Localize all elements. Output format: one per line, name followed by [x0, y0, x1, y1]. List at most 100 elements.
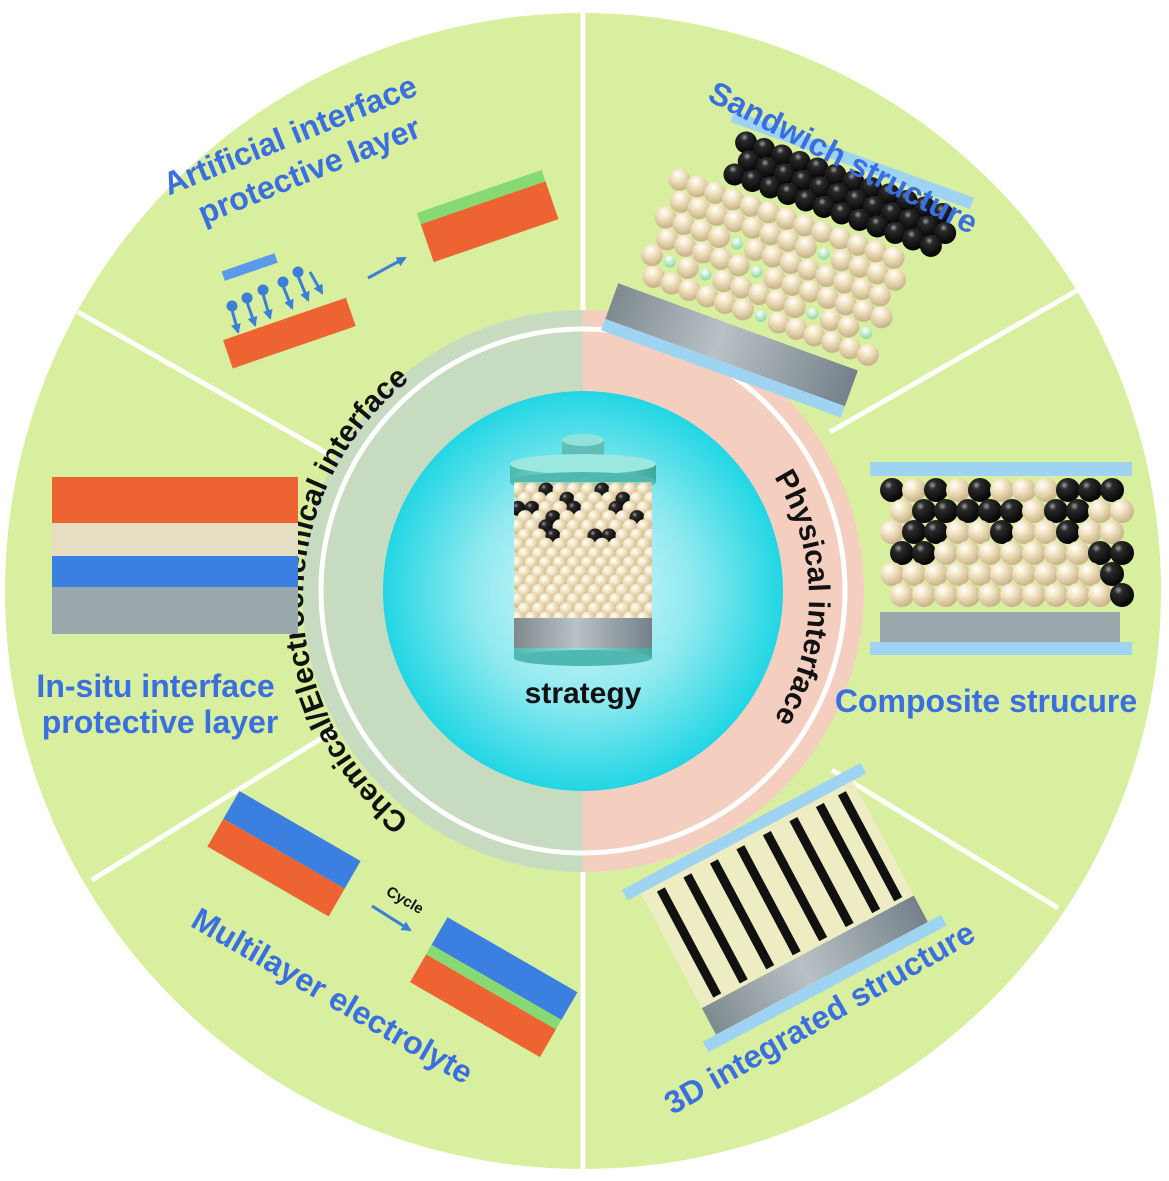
- green-particle: [817, 247, 830, 260]
- black-particle: [880, 478, 904, 502]
- beige-particle: [1066, 541, 1090, 565]
- black-particle: [770, 144, 793, 167]
- beige-particle: [838, 337, 861, 360]
- beige-particle: [968, 520, 992, 544]
- beige-particle: [687, 197, 710, 220]
- beige-particle: [708, 225, 731, 248]
- beige-particle: [890, 499, 914, 523]
- beige-particle: [1012, 478, 1036, 502]
- beige-particle: [538, 611, 554, 618]
- black-particle: [759, 176, 782, 199]
- beige-particle: [811, 220, 834, 243]
- beige-particle: [1012, 562, 1036, 586]
- black-particle: [755, 157, 778, 180]
- black-particle: [777, 182, 800, 205]
- beige-particle: [636, 611, 652, 618]
- black-particle: [880, 202, 903, 225]
- beige-particle: [846, 233, 869, 256]
- beige-particle: [866, 262, 889, 285]
- black-particle: [916, 215, 939, 238]
- beige-particle: [880, 562, 904, 586]
- beige-particle: [1034, 562, 1058, 586]
- black-particle: [812, 195, 835, 218]
- green-particle: [699, 268, 712, 281]
- beige-particle: [1078, 520, 1102, 544]
- beige-particle: [580, 611, 596, 618]
- beige-particle: [739, 194, 762, 217]
- beige-particle: [674, 234, 697, 257]
- beige-particle: [1110, 499, 1134, 523]
- beige-particle: [656, 228, 679, 251]
- beige-particle: [946, 520, 970, 544]
- black-particle: [827, 183, 850, 206]
- beige-particle: [793, 214, 816, 237]
- green-particle: [750, 265, 763, 278]
- beige-particle: [834, 293, 857, 316]
- sandwich-structure-illustration: [601, 110, 974, 418]
- black-particle: [806, 157, 829, 180]
- black-particle: [723, 163, 746, 186]
- beige-particle: [759, 223, 782, 246]
- beige-particle: [727, 254, 750, 277]
- beige-particle: [640, 244, 663, 267]
- beige-particle: [608, 611, 624, 618]
- beige-particle: [514, 611, 526, 618]
- black-particle: [794, 189, 817, 212]
- beige-particle: [741, 216, 764, 239]
- beige-particle: [1000, 541, 1024, 565]
- black-particle: [1110, 541, 1134, 565]
- black-particle: [809, 176, 832, 199]
- black-particle: [884, 221, 907, 244]
- black-particle: [788, 151, 811, 174]
- artificial-layer-illustration: [221, 169, 559, 369]
- beige-particle: [1012, 520, 1036, 544]
- beige-particle: [566, 611, 582, 618]
- beige-particle: [799, 280, 822, 303]
- beige-particle: [731, 298, 754, 321]
- beige-particle: [785, 317, 808, 340]
- multilayer-electrolyte-illustration: [207, 791, 578, 1058]
- beige-particle: [777, 229, 800, 252]
- black-particle: [934, 222, 957, 245]
- beige-particle: [757, 201, 780, 224]
- beige-particle: [902, 478, 926, 502]
- beige-particle: [934, 541, 958, 565]
- beige-particle: [990, 562, 1014, 586]
- beige-particle: [696, 285, 719, 308]
- black-particle: [1000, 499, 1024, 523]
- black-particle: [830, 202, 853, 225]
- beige-particle: [837, 315, 860, 338]
- beige-particle: [1044, 541, 1068, 565]
- black-particle: [956, 499, 980, 523]
- black-particle: [1100, 562, 1124, 586]
- beige-particle: [868, 284, 891, 307]
- black-particle: [842, 170, 865, 193]
- black-particle: [912, 499, 936, 523]
- beige-particle: [748, 283, 771, 306]
- black-particle: [895, 189, 918, 212]
- beige-particle: [690, 219, 713, 242]
- black-particle: [978, 499, 1002, 523]
- beige-particle: [978, 541, 1002, 565]
- composite-structure-illustration: [870, 462, 1134, 655]
- black-particle: [860, 176, 883, 199]
- black-particle: [913, 196, 936, 219]
- black-particle: [862, 196, 885, 219]
- beige-particle: [721, 188, 744, 211]
- black-particle: [752, 138, 775, 161]
- black-particle: [934, 499, 958, 523]
- beige-particle: [956, 541, 980, 565]
- beige-particle: [968, 562, 992, 586]
- ring-inner-border: [318, 326, 848, 856]
- black-particle: [791, 170, 814, 193]
- beige-particle: [828, 227, 851, 250]
- beige-particle: [880, 520, 904, 544]
- beige-particle: [552, 611, 568, 618]
- battery-can-illustration: [510, 434, 656, 666]
- beige-particle: [765, 289, 788, 312]
- black-particle: [990, 520, 1014, 544]
- beige-particle: [713, 291, 736, 314]
- green-particle: [754, 309, 767, 322]
- beige-particle: [1078, 562, 1102, 586]
